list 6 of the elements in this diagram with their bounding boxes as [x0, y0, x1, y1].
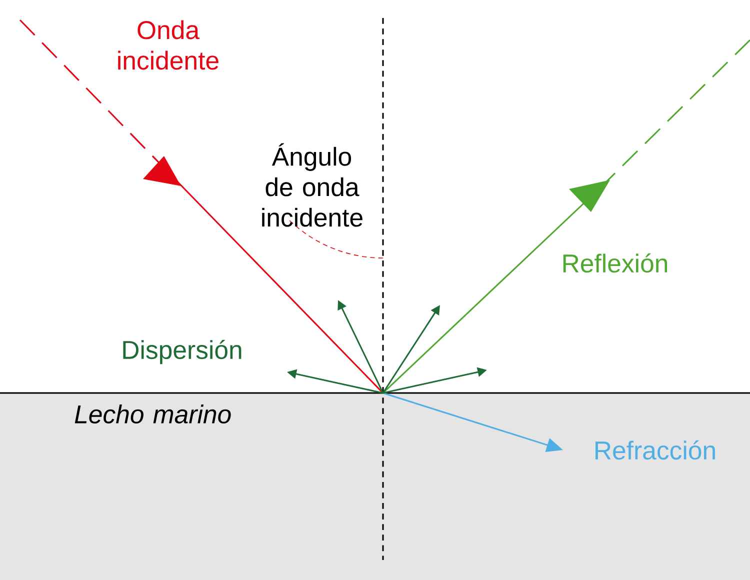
seabed-label: Lecho marino	[74, 404, 231, 424]
reflection-label: Reflexión	[563, 253, 668, 273]
scattering-label: Dispersión	[123, 340, 242, 364]
wave-label: Onda incidente	[118, 20, 218, 70]
refraction-label: Refracción	[596, 440, 715, 460]
angle-label: Ángulo de onda incidente	[262, 143, 362, 227]
